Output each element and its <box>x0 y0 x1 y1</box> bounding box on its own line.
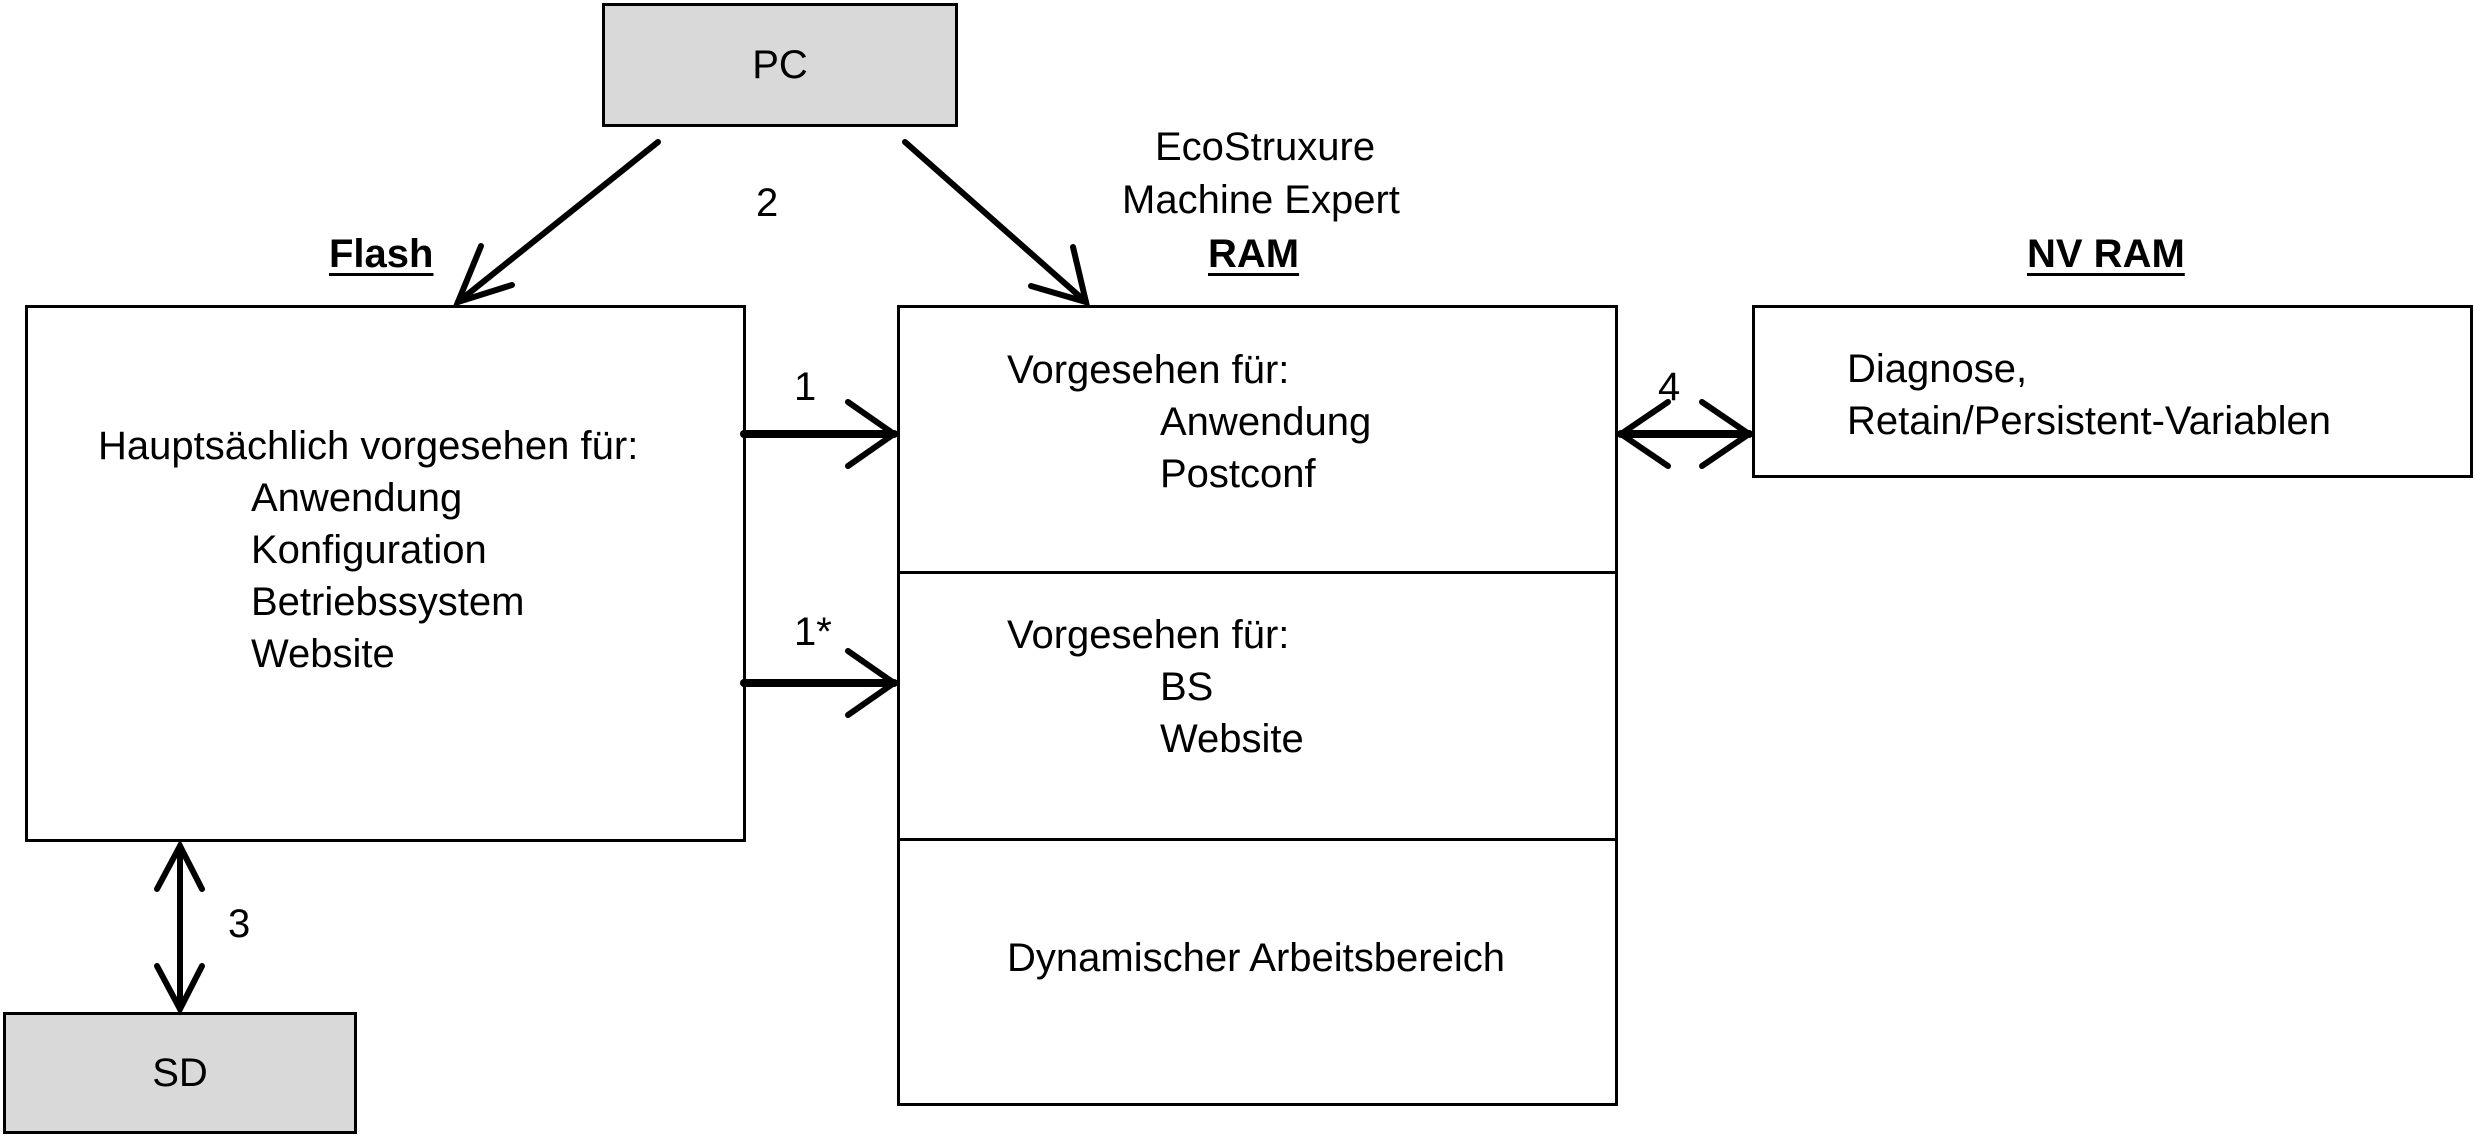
sd-label: SD <box>152 1050 208 1095</box>
ram-section-2-title: Vorgesehen für: <box>1007 613 1290 657</box>
ram-section-2-item: Website <box>1160 717 1304 761</box>
flash-item: Konfiguration <box>251 528 487 572</box>
nvram-heading: NV RAM <box>2027 232 2185 276</box>
ram-caption-line1: EcoStruxure <box>1155 125 1376 169</box>
ram-divider-2 <box>900 838 1615 841</box>
ram-divider-1 <box>900 571 1615 574</box>
ram-section-1-title: Vorgesehen für: <box>1007 348 1290 392</box>
arrow-ram-nvram-bidirectional <box>1615 399 1755 469</box>
ram-section-3: Dynamischer Arbeitsbereich <box>1007 932 1505 984</box>
edge-label-3: 3 <box>228 902 251 946</box>
flash-item: Anwendung <box>251 476 463 520</box>
ram-heading: RAM <box>1208 232 1300 276</box>
arrow-flash-to-ram-1star <box>740 648 900 718</box>
ram-section-3-title: Dynamischer Arbeitsbereich <box>1007 936 1505 980</box>
ram-section-1-item: Postconf <box>1160 452 1316 496</box>
nvram-line: Retain/Persistent-Variablen <box>1847 399 2331 443</box>
edge-label-4: 4 <box>1658 365 1681 409</box>
nvram-content: Diagnose, Retain/Persistent-Variablen <box>1847 343 2331 447</box>
ram-section-2-item: BS <box>1160 665 1214 709</box>
nvram-node: Diagnose, Retain/Persistent-Variablen <box>1752 305 2473 478</box>
ram-section-2: Vorgesehen für: BS Website <box>1007 609 1304 765</box>
nvram-line: Diagnose, <box>1847 347 2028 391</box>
arrow-flash-to-ram-1 <box>740 399 900 469</box>
sd-node: SD <box>3 1012 357 1134</box>
arrow-flash-sd-bidirectional <box>154 839 205 1016</box>
arrow-pc-to-flash <box>452 139 661 307</box>
ram-section-1: Vorgesehen für: Anwendung Postconf <box>1007 344 1371 500</box>
ram-caption-line2: Machine Expert <box>1122 178 1400 222</box>
flash-content: Hauptsächlich vorgesehen für: Anwendung … <box>98 420 638 680</box>
arrow-pc-to-ram <box>902 139 1091 307</box>
flash-heading: Flash <box>329 232 434 276</box>
flash-node: Hauptsächlich vorgesehen für: Anwendung … <box>25 305 746 842</box>
pc-node: PC <box>602 3 958 127</box>
edge-label-2: 2 <box>756 181 779 225</box>
flash-item: Betriebssystem <box>251 580 525 624</box>
ram-node: Vorgesehen für: Anwendung Postconf Vorge… <box>897 305 1618 1106</box>
flash-item: Website <box>251 632 395 676</box>
edge-label-1star: 1* <box>794 610 832 654</box>
ram-section-1-item: Anwendung <box>1160 400 1372 444</box>
pc-label: PC <box>752 42 808 87</box>
flash-title: Hauptsächlich vorgesehen für: <box>98 424 639 468</box>
edge-label-1: 1 <box>794 365 817 409</box>
